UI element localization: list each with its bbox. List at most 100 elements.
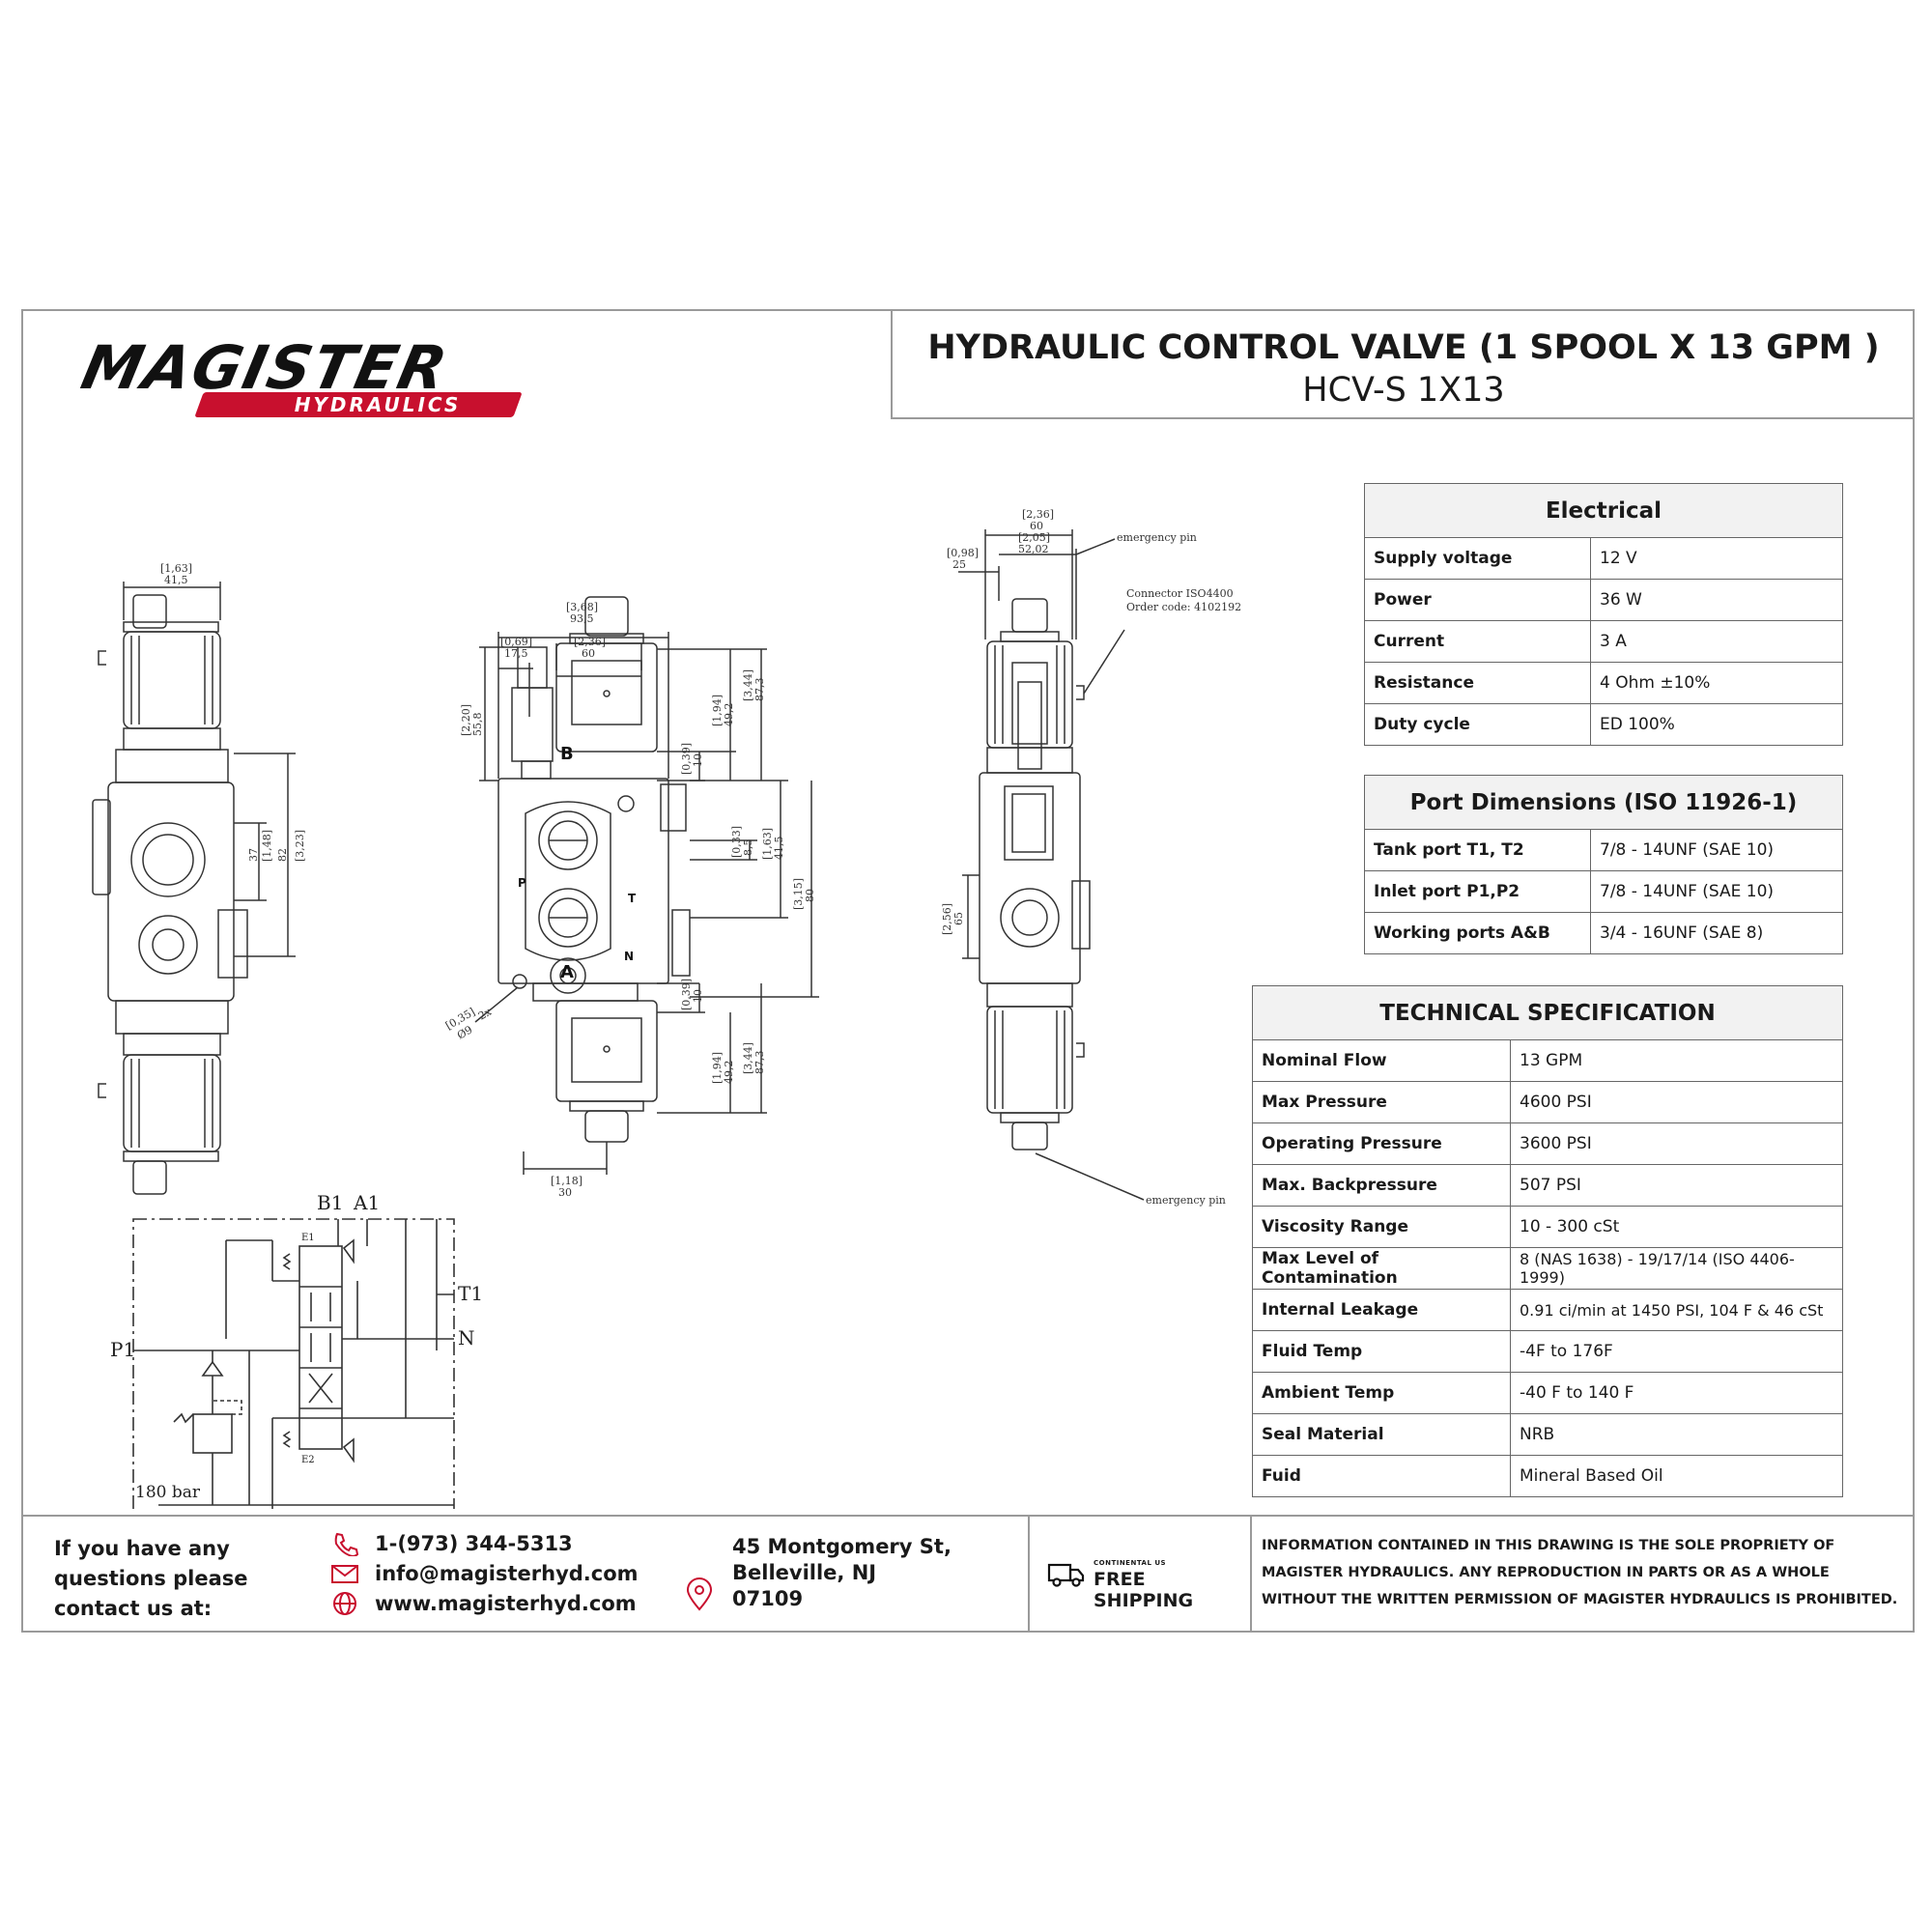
tech-key: Max Pressure — [1252, 1081, 1511, 1123]
port-key: Tank port T1, T2 — [1364, 829, 1591, 871]
dim-front-coil-bottom: [1,94] — [711, 1052, 724, 1084]
hydraulic-schematic — [132, 1218, 455, 1509]
brand-logo: MAGISTER HYDRAULICS — [75, 332, 527, 425]
electrical-value: 4 Ohm ±10% — [1590, 662, 1843, 704]
phone-link[interactable]: 1-(973) 344-5313 — [330, 1528, 639, 1558]
schematic-n: N — [458, 1326, 475, 1350]
contact-intro-line: If you have any — [54, 1537, 230, 1560]
website-link[interactable]: www.magisterhyd.com — [330, 1588, 639, 1618]
dim-side-width-mm: 60 — [1030, 520, 1043, 532]
tech-value: 3600 PSI — [1510, 1122, 1843, 1165]
phone-icon — [334, 1532, 359, 1556]
tech-value: NRB — [1510, 1413, 1843, 1456]
tech-key: Max Level of Contamination — [1252, 1247, 1511, 1290]
dim-front-total-bottom: [3,44] — [742, 1042, 754, 1074]
dim-front-port-mm: 8,5 — [742, 839, 754, 857]
dim-side-offset-mm: 25 — [952, 558, 966, 571]
tech-value: 10 - 300 cSt — [1510, 1206, 1843, 1248]
ports-heading: Port Dimensions (ISO 11926-1) — [1364, 775, 1843, 830]
dim-front-ports-mm: 41,5 — [773, 837, 785, 861]
contact-intro: If you have any questions please contact… — [54, 1534, 276, 1624]
dim-front-total-top: [3,44] — [742, 669, 754, 701]
port-value: 7/8 - 14UNF (SAE 10) — [1590, 870, 1843, 913]
electrical-key: Power — [1364, 579, 1591, 621]
dim-front-base-mm: 30 — [558, 1186, 572, 1199]
title-block: HYDRAULIC CONTROL VALVE (1 SPOOL X 13 GP… — [891, 311, 1915, 419]
tech-key: Viscosity Range — [1252, 1206, 1511, 1248]
note-order-code: Order code: 4102192 — [1126, 601, 1241, 613]
dim-front-coil-mm: 60 — [582, 647, 595, 660]
electrical-key: Supply voltage — [1364, 537, 1591, 580]
dim-left-body-mm: 82 — [276, 848, 289, 862]
port-dimensions-table: Port Dimensions (ISO 11926-1) Tank port … — [1364, 775, 1843, 954]
dim-front-offset: [0,69] — [500, 636, 532, 648]
address-line: 07109 — [732, 1587, 804, 1610]
note-emergency-pin-top: emergency pin — [1117, 531, 1197, 544]
dim-side-port-mm: 65 — [952, 912, 965, 925]
footer: If you have any questions please contact… — [23, 1515, 1913, 1633]
email-address: info@magisterhyd.com — [375, 1561, 639, 1585]
electrical-key: Resistance — [1364, 662, 1591, 704]
shipping-label: FREE SHIPPING — [1094, 1569, 1194, 1611]
website-url: www.magisterhyd.com — [375, 1591, 637, 1615]
dim-front-gap-bottom-mm: 10 — [692, 989, 704, 1003]
schematic-a1: A1 — [353, 1191, 380, 1214]
shipping-badge: CONTINENTAL US FREE SHIPPING — [1028, 1517, 1252, 1633]
tech-value: 4600 PSI — [1510, 1081, 1843, 1123]
schematic-e2: E2 — [301, 1455, 315, 1465]
address-line: 45 Montgomery St, — [732, 1535, 952, 1558]
tech-value: -4F to 176F — [1510, 1330, 1843, 1373]
tech-key: Ambient Temp — [1252, 1372, 1511, 1414]
dim-front-gap-top-mm: 10 — [692, 753, 704, 767]
tech-key: Fluid Temp — [1252, 1330, 1511, 1373]
contact-intro-line: contact us at: — [54, 1597, 213, 1620]
electrical-value: ED 100% — [1590, 703, 1843, 746]
electrical-heading: Electrical — [1364, 483, 1843, 538]
dim-side-offset: [0,98] — [947, 547, 979, 559]
dim-front-coil-top: [1,94] — [711, 695, 724, 726]
dim-left-width: [1,63] — [160, 562, 192, 575]
schematic-relief: 180 bar — [135, 1483, 201, 1502]
phone-number: 1-(973) 344-5313 — [375, 1531, 573, 1555]
electrical-key: Current — [1364, 620, 1591, 663]
dim-front-coil: [2,36] — [574, 636, 606, 648]
dim-front-gap-top: [0,39] — [680, 743, 693, 775]
dim-front-body-mm: 80 — [804, 889, 816, 902]
address-line: Belleville, NJ — [732, 1561, 877, 1584]
note-connector: Connector ISO4400 — [1126, 587, 1234, 600]
tech-heading: TECHNICAL SPECIFICATION — [1252, 985, 1843, 1040]
contact-intro-line: questions please — [54, 1567, 248, 1590]
schematic-b1: B1 — [317, 1191, 343, 1214]
dim-front-body: [3,15] — [792, 878, 805, 910]
dim-front-ports: [1,63] — [761, 828, 774, 860]
port-label-n: N — [624, 950, 634, 963]
tech-key: Fuid — [1252, 1455, 1511, 1497]
port-key: Inlet port P1,P2 — [1364, 870, 1591, 913]
dim-front-pin: [2,20] — [460, 704, 472, 736]
side-view — [958, 529, 1145, 1201]
left-view — [92, 582, 296, 1195]
table-row: Ambient Temp-40 F to 140 F — [1252, 1372, 1843, 1414]
dim-front-pin-mm: 55,8 — [471, 713, 484, 737]
electrical-key: Duty cycle — [1364, 703, 1591, 746]
port-label-t: T — [628, 892, 637, 905]
tech-value: 13 GPM — [1510, 1039, 1843, 1082]
dim-front-width-mm: 93,5 — [570, 612, 594, 625]
email-link[interactable]: info@magisterhyd.com — [330, 1558, 639, 1588]
port-label-a: A — [560, 962, 574, 982]
schematic-e1: E1 — [301, 1233, 315, 1243]
port-key: Working ports A&B — [1364, 912, 1591, 954]
dim-left-mid-mm: 37 — [247, 848, 260, 862]
